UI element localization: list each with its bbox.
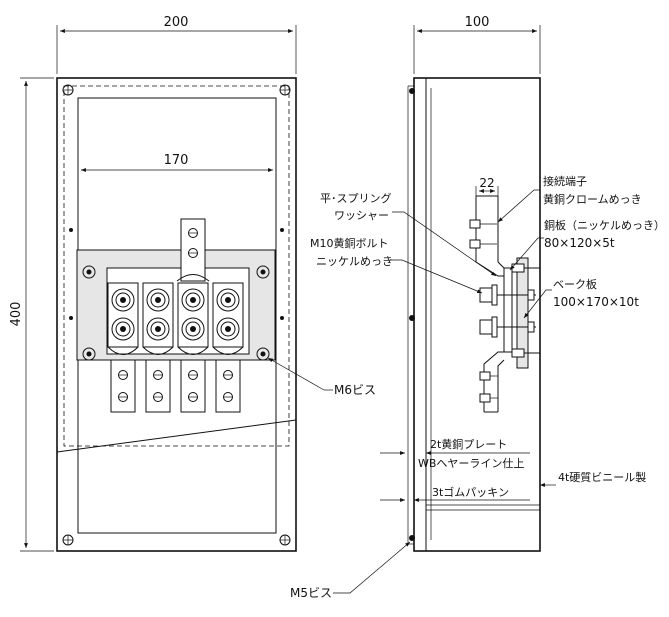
front-outer-frame (56, 77, 297, 552)
terminal-label-line1: 接続端子 (543, 174, 587, 188)
bake-label-line1: ベーク板 (553, 277, 597, 291)
m6-screw-label: M6ビス (334, 383, 376, 397)
terminal-leader-line (497, 189, 540, 223)
m6-leader-line (267, 357, 325, 391)
front-dashed-outline (63, 85, 290, 447)
side-top-terminal (469, 195, 505, 277)
dimension-170 (77, 165, 277, 180)
terminal-label-line2: 黄銅クロームめっき (543, 192, 642, 206)
dimension-170-label: 170 (164, 153, 189, 168)
dimension-100 (413, 25, 541, 74)
corner-screw-icon (62, 84, 74, 96)
bolt-label-line1: M10黄銅ボルト (310, 236, 389, 250)
corner-screw-icon (62, 534, 74, 546)
terminal-column-3 (177, 282, 209, 413)
front-section-line (56, 419, 297, 453)
corner-screw-icon (279, 534, 291, 546)
gasket-label: 3tゴムパッキン (432, 485, 509, 499)
m6-screw-icon (82, 347, 96, 361)
hole-icon (69, 316, 73, 320)
m6-screw-icon (82, 265, 96, 279)
dimension-100-label: 100 (465, 15, 490, 30)
m10-bolt-icon (479, 316, 536, 338)
dimension-200 (56, 25, 297, 74)
hole-icon (280, 316, 284, 320)
bake-leader-line (523, 289, 552, 319)
board-screw-icon (511, 348, 540, 358)
m10-bolt-icon (479, 284, 536, 306)
side-screw-icon (409, 315, 415, 321)
copper-leader-line (509, 237, 544, 271)
bake-label-line2: 100×170×10t (553, 295, 639, 309)
front-view: 200 400 170 (9, 15, 333, 552)
brass-plate-label-line1: 2t黄銅プレート (430, 437, 507, 451)
side-outer-frame (413, 77, 541, 552)
washer-leader-line (392, 211, 497, 277)
m5-leader-line (333, 541, 411, 594)
vinyl-label: 4t硬質ビニール製 (558, 470, 646, 484)
side-view: 100 22 (333, 15, 556, 594)
copper-label-line1: 銅板（ニッケルめっき） (544, 218, 665, 232)
side-screw-icon (409, 535, 415, 541)
dimension-200-label: 200 (164, 15, 189, 30)
side-bottom-terminal (479, 351, 505, 413)
hole-icon (280, 228, 284, 232)
corner-screw-icon (279, 84, 291, 96)
terminal-column-4 (212, 282, 244, 413)
terminal-column-1 (107, 282, 139, 413)
washer-label-line2: ワッシャー (334, 209, 389, 222)
brass-plate-label-line2: WBヘヤーライン仕上 (418, 457, 524, 470)
dimension-22 (475, 186, 499, 200)
side-copper-plate (503, 267, 513, 353)
terminal-column-2 (142, 282, 174, 413)
bolt-label-line2: ニッケルめっき (316, 255, 393, 268)
copper-label-line2: 80×120×5t (544, 236, 615, 250)
dimension-22-label: 22 (479, 176, 494, 190)
dimension-400-label: 400 (9, 302, 24, 327)
bolt-leader-line (390, 259, 483, 294)
hole-icon (69, 228, 73, 232)
top-terminal-lug (176, 218, 210, 282)
dimension-400 (20, 77, 54, 552)
m5-screw-label: M5ビス (290, 586, 332, 600)
m6-screw-icon (256, 265, 270, 279)
m6-screw-icon (256, 347, 270, 361)
side-screw-icon (409, 88, 415, 94)
washer-label-line1: 平･スプリング (320, 191, 392, 205)
